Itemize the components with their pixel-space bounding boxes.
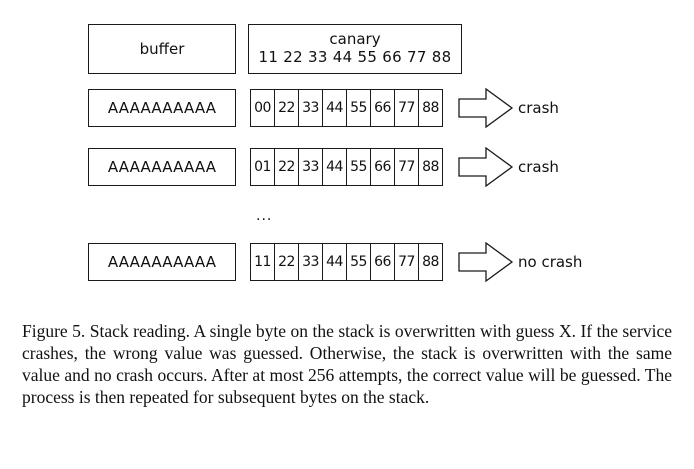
- byte-cell: 77: [394, 89, 419, 127]
- buffer-header-label: buffer: [139, 40, 185, 58]
- byte-cell: 00: [250, 89, 275, 127]
- byte-cell: 88: [418, 89, 443, 127]
- byte-cell: 22: [274, 89, 299, 127]
- ellipsis: ...: [256, 208, 273, 224]
- buffer-content: AAAAAAAAAA: [107, 253, 217, 271]
- buffer-box-row-2: AAAAAAAAAA: [88, 148, 236, 186]
- right-arrow-icon: [458, 88, 514, 128]
- figure-caption: Figure 5. Stack reading. A single byte o…: [22, 321, 672, 407]
- canary-header-bytes: 11 22 33 44 55 66 77 88: [258, 48, 452, 66]
- byte-cell: 55: [346, 148, 371, 186]
- byte-cell: 33: [298, 148, 323, 186]
- canary-bytes-row-3: 11 22 33 44 55 66 77 88: [250, 243, 443, 281]
- byte-cell: 22: [274, 243, 299, 281]
- buffer-box-row-3: AAAAAAAAAA: [88, 243, 236, 281]
- result-label-row-2: crash: [518, 158, 559, 176]
- byte-cell: 22: [274, 148, 299, 186]
- buffer-box-row-1: AAAAAAAAAA: [88, 89, 236, 127]
- byte-cell: 66: [370, 243, 395, 281]
- result-label-row-1: crash: [518, 99, 559, 117]
- canary-bytes-row-2: 01 22 33 44 55 66 77 88: [250, 148, 443, 186]
- buffer-content: AAAAAAAAAA: [107, 99, 217, 117]
- canary-header-box: canary 11 22 33 44 55 66 77 88: [248, 24, 462, 74]
- byte-cell: 77: [394, 148, 419, 186]
- byte-cell: 77: [394, 243, 419, 281]
- byte-cell: 55: [346, 89, 371, 127]
- byte-cell: 66: [370, 89, 395, 127]
- right-arrow-icon: [458, 147, 514, 187]
- byte-cell: 01: [250, 148, 275, 186]
- byte-cell: 11: [250, 243, 275, 281]
- byte-cell: 44: [322, 89, 347, 127]
- right-arrow-icon: [458, 242, 514, 282]
- byte-cell: 55: [346, 243, 371, 281]
- byte-cell: 66: [370, 148, 395, 186]
- byte-cell: 33: [298, 243, 323, 281]
- result-label-row-3: no crash: [518, 253, 583, 271]
- byte-cell: 88: [418, 148, 443, 186]
- buffer-content: AAAAAAAAAA: [107, 158, 217, 176]
- canary-header-title: canary: [329, 30, 381, 48]
- byte-cell: 44: [322, 243, 347, 281]
- buffer-header-box: buffer: [88, 24, 236, 74]
- byte-cell: 88: [418, 243, 443, 281]
- canary-bytes-row-1: 00 22 33 44 55 66 77 88: [250, 89, 443, 127]
- byte-cell: 33: [298, 89, 323, 127]
- byte-cell: 44: [322, 148, 347, 186]
